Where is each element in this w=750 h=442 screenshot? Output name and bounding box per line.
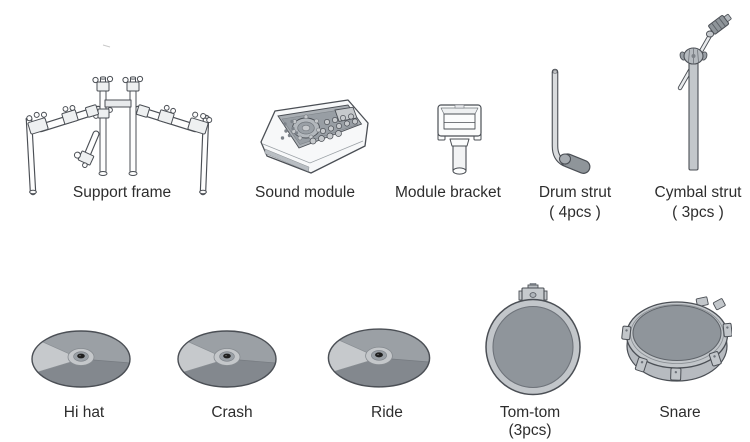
bracket-post <box>452 143 467 172</box>
module-bracket-label: Module bracket <box>395 184 501 201</box>
snare-illustration <box>620 280 732 388</box>
cymbal-tilter <box>708 13 732 35</box>
hi-hat-label: Hi hat <box>63 404 105 421</box>
cymbal-strut-qty-label: ( 3pcs ) <box>672 204 724 221</box>
tom-head <box>492 305 574 389</box>
drum-strut-qty-label: ( 4pcs ) <box>549 204 601 221</box>
support-frame-illustration <box>8 66 243 196</box>
drum-strut-label: Drum strut <box>538 184 612 201</box>
tom-tom-label: Tom-tom <box>499 404 561 421</box>
cymbal-mount-hole <box>223 353 231 359</box>
snare-label: Snare <box>659 404 701 421</box>
cymbal-strut-post <box>688 61 699 171</box>
ride-label: Ride <box>371 404 403 421</box>
cymbal-strut-label: Cymbal strut <box>654 184 742 201</box>
frame-loose-clamp <box>73 150 95 168</box>
module-buttons <box>309 113 358 145</box>
hi-hat-illustration <box>28 329 134 391</box>
stray-mark <box>102 42 112 50</box>
crash-label: Crash <box>211 404 253 421</box>
drum-strut-illustration <box>548 68 598 176</box>
cymbal-mount-hole <box>375 352 383 358</box>
crash-illustration <box>174 329 280 391</box>
cymbal-strut-illustration <box>672 10 732 178</box>
tom-tom-illustration <box>484 283 582 397</box>
snare-head <box>632 304 722 362</box>
cymbal-mount-hole <box>77 353 85 359</box>
sound-module-illustration <box>255 97 375 177</box>
snare-lugs <box>621 322 732 381</box>
ride-illustration <box>324 327 434 391</box>
sound-module-label: Sound module <box>255 184 355 201</box>
support-frame-label: Support frame <box>72 184 172 201</box>
tom-tom-qty-label: (3pcs) <box>508 422 552 439</box>
frame-crossbar <box>104 99 132 108</box>
module-bracket-illustration <box>425 100 497 178</box>
